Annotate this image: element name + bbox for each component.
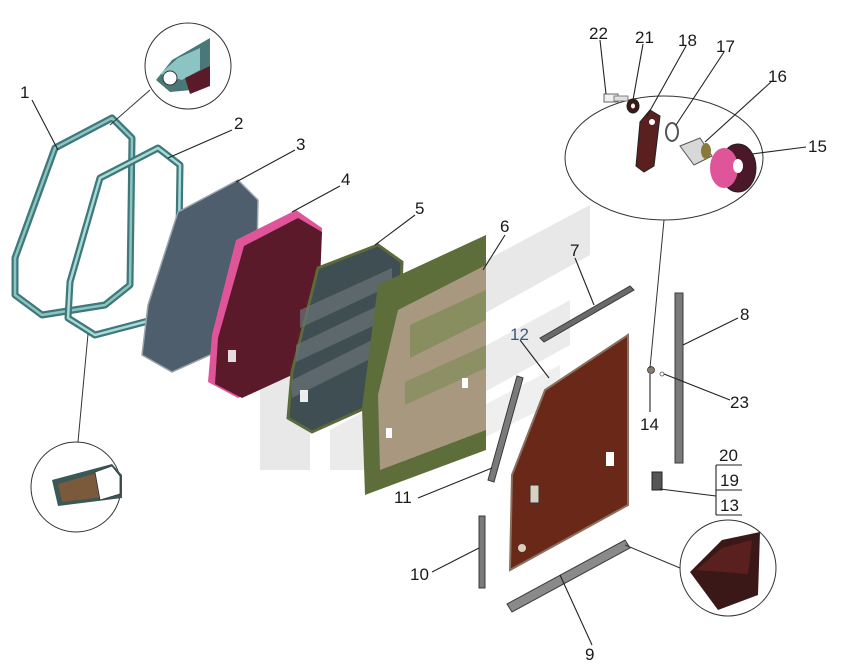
leader-lines	[31, 39, 807, 646]
callout-11: 11	[394, 488, 412, 507]
part-16-bushing	[679, 137, 713, 166]
callout-14: 14	[640, 415, 659, 434]
callout-9: 9	[585, 645, 594, 664]
callout-1: 1	[20, 83, 29, 102]
callout-5: 5	[415, 199, 424, 218]
part-13-clip	[651, 471, 663, 491]
callout-19: 19	[720, 471, 739, 490]
part-8-vertical-bar	[674, 292, 684, 464]
part-6-base-panel	[362, 235, 486, 495]
callout-21: 21	[635, 28, 654, 47]
callout-6: 6	[500, 217, 509, 236]
callout-22: 22	[589, 24, 608, 43]
callout-3: 3	[296, 135, 305, 154]
callout-23: 23	[730, 393, 749, 412]
part-18-link	[635, 109, 661, 173]
callout-16: 16	[768, 67, 787, 86]
part-1-outer-seal	[11, 114, 136, 319]
callout-18: 18	[678, 31, 697, 50]
callout-8: 8	[740, 305, 749, 324]
callout-13: 13	[720, 496, 739, 515]
callout-4: 4	[341, 170, 350, 189]
part-21-washer	[626, 98, 640, 114]
strip-profile-detail	[624, 519, 777, 617]
callout-2: 2	[234, 114, 243, 133]
callout-20: 20	[719, 446, 738, 465]
part-11-strip	[487, 375, 524, 483]
callout-12: 12	[510, 325, 529, 344]
hardware-detail-ellipse	[564, 93, 764, 369]
part-22-bolt	[603, 93, 629, 103]
part-17-ring	[665, 122, 679, 142]
clip-profile-detail	[30, 333, 122, 533]
part-9-strip	[506, 539, 631, 613]
seal-profile-detail	[109, 22, 232, 126]
part-12-brown-panel	[508, 333, 629, 572]
boxed-callout-lines	[715, 464, 742, 516]
callout-7: 7	[570, 241, 579, 260]
part-7-strip	[539, 285, 635, 343]
part-15-flange	[710, 143, 757, 193]
callout-17: 17	[716, 37, 735, 56]
part-10-strip	[478, 515, 486, 589]
callout-labels: 1 2 3 4 5 6 7 8 9 10 11 12 13 14 15 16 1…	[20, 24, 827, 664]
callout-10: 10	[410, 565, 429, 584]
callout-15: 15	[808, 137, 827, 156]
